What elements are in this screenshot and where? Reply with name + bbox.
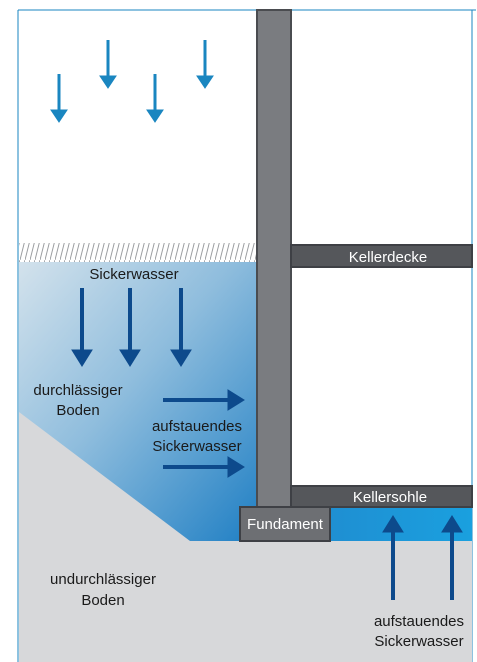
- pressure-arrow-right: [163, 456, 245, 478]
- permeable-soil-water: [19, 262, 258, 541]
- seepage-arrow-down: [119, 288, 141, 367]
- rain-arrow: [50, 74, 68, 123]
- ground-surface-hatch: [19, 243, 258, 262]
- basement-floor-slab: [290, 485, 473, 508]
- seepage-arrow-down: [71, 288, 93, 367]
- fundament-label: Fundament: [247, 516, 324, 533]
- pressure-arrows: [163, 389, 245, 478]
- rain-arrows: [50, 40, 214, 123]
- permeable-soil-label-line1: durchlässiger: [33, 382, 122, 399]
- rain-arrow: [196, 40, 214, 89]
- basement-ceiling-slab: [290, 244, 473, 268]
- seepage-arrow-down: [170, 288, 192, 367]
- uplift-arrow-up: [382, 515, 404, 600]
- rising-water-mid-label-line1: aufstauendes: [152, 418, 242, 435]
- rising-water-right-label-line2: Sickerwasser: [374, 633, 463, 650]
- impermeable-soil: [19, 541, 472, 662]
- uplift-arrow-up: [441, 515, 463, 600]
- rising-water-mid-label-line2: Sickerwasser: [152, 438, 241, 455]
- rain-arrow: [99, 40, 117, 89]
- rising-water-right-label-line1: aufstauendes: [374, 613, 464, 630]
- pressure-arrow-right: [163, 389, 245, 411]
- sickerwasser-label: Sickerwasser: [89, 266, 178, 283]
- kellerdecke-label: Kellerdecke: [349, 249, 427, 266]
- impermeable-soil-label-line1: undurchlässiger: [50, 571, 156, 588]
- uplift-arrows: [382, 515, 463, 600]
- rain-arrow: [146, 74, 164, 123]
- kellersohle-label: Kellersohle: [353, 489, 427, 506]
- impermeable-soil-label-line2: Boden: [81, 592, 124, 609]
- seepage-down-arrows: [71, 288, 192, 367]
- basement-wall: [256, 9, 292, 509]
- foundation-block: [239, 506, 331, 542]
- permeable-soil-label-line2: Boden: [56, 402, 99, 419]
